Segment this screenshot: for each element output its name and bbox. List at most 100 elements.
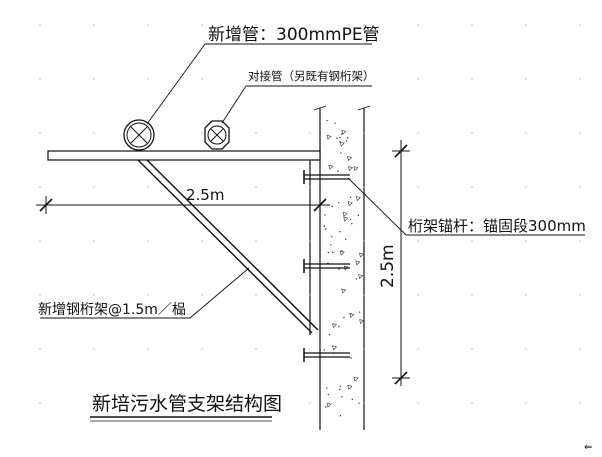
- hatch-mark: [328, 164, 334, 170]
- hatch-mark: [341, 396, 343, 398]
- hatch-mark: [336, 137, 338, 139]
- hatch-mark: [330, 244, 332, 246]
- grid-dot: [309, 78, 311, 80]
- hatch-mark: [338, 268, 340, 270]
- grid-dot: [255, 78, 257, 80]
- hatch-mark: [339, 230, 341, 233]
- new-pipe-label: 新增管：300mmPE管: [208, 25, 380, 45]
- hatch-mark: [349, 196, 352, 198]
- hatch-mark: [350, 357, 352, 359]
- hatch-mark: [347, 156, 353, 162]
- grid-dot: [417, 132, 419, 134]
- grid-dot: [255, 240, 257, 242]
- grid-dot: [39, 24, 41, 26]
- grid-dot: [93, 240, 95, 242]
- grid-dot: [579, 348, 581, 350]
- hatch-mark: [325, 228, 327, 230]
- grid-dot: [309, 132, 311, 134]
- grid-dot: [471, 78, 473, 80]
- span-dimension-label: 2.5m: [186, 186, 224, 204]
- grid-dot: [309, 348, 311, 350]
- hatch-mark: [343, 316, 345, 319]
- hatch-mark: [341, 288, 347, 294]
- hatch-mark: [351, 398, 354, 401]
- grid-dot: [579, 294, 581, 296]
- hatch-mark: [359, 319, 365, 325]
- concrete-wall: [313, 105, 371, 430]
- hatch-mark: [339, 385, 342, 387]
- grid-dot: [93, 402, 95, 404]
- hatch-mark: [337, 170, 339, 173]
- corner-arrow-icon: ⇐: [584, 442, 592, 453]
- anchor-bolts: [303, 170, 350, 362]
- grid-dot: [525, 240, 527, 242]
- hatch-mark: [347, 166, 353, 172]
- grid-dot: [363, 78, 365, 80]
- hatch-mark: [341, 129, 347, 135]
- grid-dot: [255, 402, 257, 404]
- hatch-mark: [340, 133, 343, 135]
- grid-dot: [201, 132, 203, 134]
- hatch-mark: [339, 388, 341, 391]
- hatch-mark: [339, 141, 341, 143]
- grid-dot: [363, 132, 365, 134]
- grid-dot: [309, 294, 311, 296]
- grid-dot: [471, 132, 473, 134]
- grid-dot: [363, 186, 365, 188]
- grid-dot: [525, 132, 527, 134]
- hatch-mark: [358, 311, 361, 313]
- grid-dot: [39, 132, 41, 134]
- new-pe-pipe: [123, 119, 155, 151]
- grid-dot: [201, 348, 203, 350]
- hatch-mark: [328, 333, 331, 336]
- grid-dot: [201, 78, 203, 80]
- grid-dot: [525, 348, 527, 350]
- hatch-mark: [359, 252, 365, 258]
- butt-pipe-label: 对接管（另既有钢桁架）: [248, 69, 375, 83]
- hatch-mark: [347, 201, 353, 207]
- grid-dot: [417, 24, 419, 26]
- title-text: 新培污水管支架结构图: [92, 393, 282, 415]
- new-truss-label: 新增钢桁架@1.5m／榀: [38, 302, 186, 318]
- grid-dot: [147, 240, 149, 242]
- hatch-mark: [323, 225, 325, 227]
- grid-dot: [363, 24, 365, 26]
- platform-beam: [47, 150, 321, 161]
- grid-dot: [579, 24, 581, 26]
- anchor-bolt: [303, 170, 350, 184]
- grid-dot: [579, 132, 581, 134]
- anchor-bolt: [303, 348, 350, 362]
- hatch-mark: [358, 402, 360, 404]
- hatch-mark: [326, 119, 328, 122]
- hatch-mark: [339, 141, 345, 147]
- hatch-mark: [339, 136, 341, 139]
- grid-dot: [147, 132, 149, 134]
- grid-dot: [147, 24, 149, 26]
- grid-dot: [255, 132, 257, 134]
- grid-dot: [471, 186, 473, 188]
- grid-dot: [39, 402, 41, 404]
- grid-dot: [93, 24, 95, 26]
- grid-dot: [309, 402, 311, 404]
- hatch-mark: [349, 313, 355, 319]
- grid-dot: [471, 24, 473, 26]
- hatch-mark: [332, 251, 334, 253]
- grid-dot: [201, 186, 203, 188]
- hatch-mark: [327, 251, 330, 254]
- grid-dot: [39, 240, 41, 242]
- grid-dot: [471, 240, 473, 242]
- hatch-mark: [357, 214, 360, 217]
- hatch-mark: [332, 345, 338, 351]
- grid-dot: [525, 24, 527, 26]
- hatch-mark: [343, 216, 349, 222]
- grid-dot: [417, 78, 419, 80]
- hatch-mark: [327, 393, 330, 396]
- grid-dot: [93, 186, 95, 188]
- grid-dot: [579, 402, 581, 404]
- hatch-mark: [349, 218, 352, 221]
- grid-dot: [363, 402, 365, 404]
- grid-dot: [309, 24, 311, 26]
- hatch-mark: [338, 325, 340, 328]
- grid-dot: [525, 78, 527, 80]
- hatch-mark: [325, 406, 327, 408]
